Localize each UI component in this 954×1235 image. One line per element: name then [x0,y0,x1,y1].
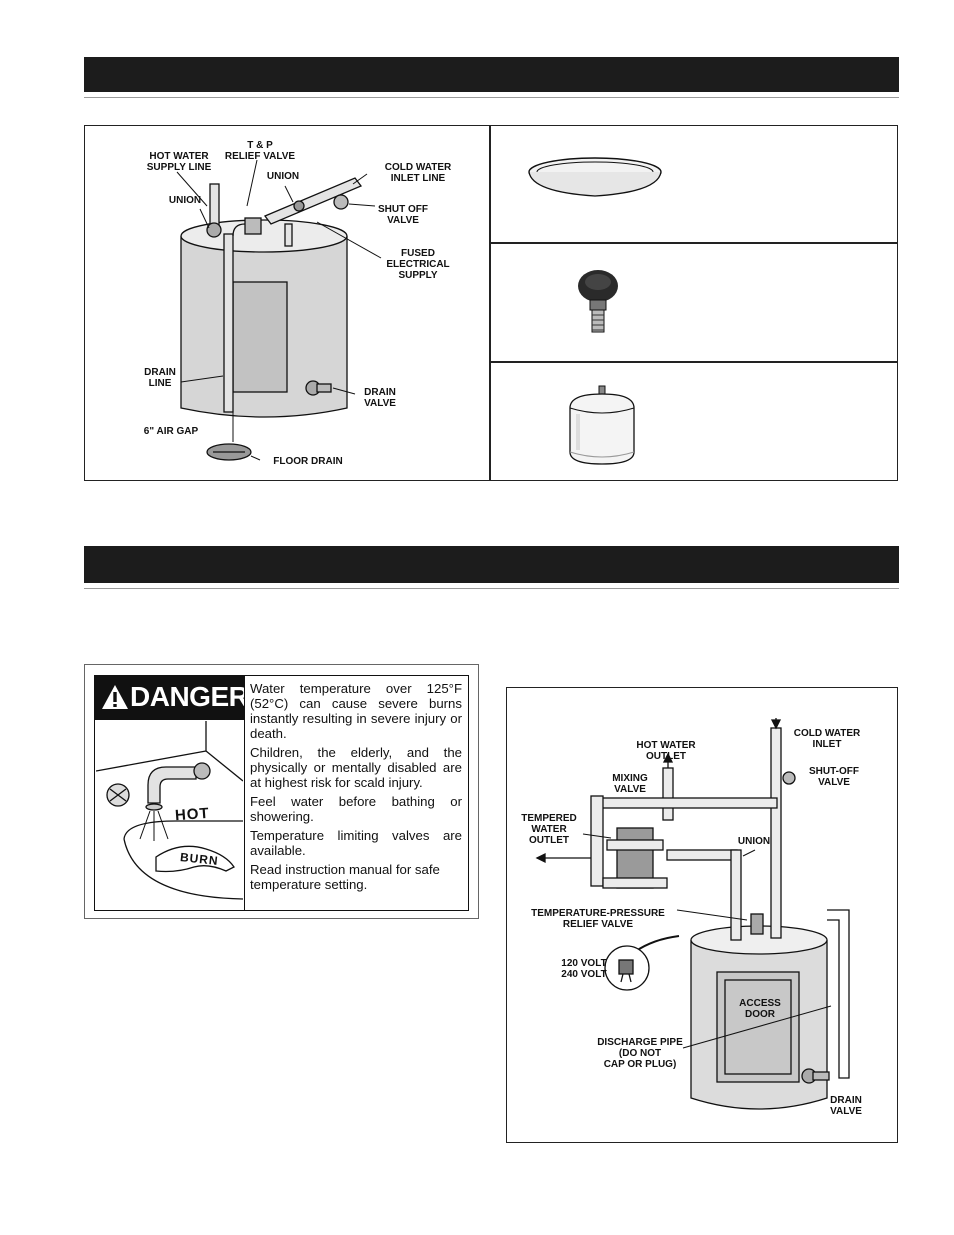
water-heater-installation-drawing [176,159,382,461]
label-access-door: ACCESS DOOR [739,998,781,1020]
danger-header-text: DANGER [130,681,249,712]
danger-header-underline [95,719,244,721]
figure-divider-h2 [490,361,897,363]
label-voltage: 120 VOLT 240 VOLT [561,958,607,980]
scald-illustration [96,721,243,900]
danger-paragraph-1: Water temperature over 125°F (52°C) can … [250,681,462,741]
label-air-gap: 6" AIR GAP [143,426,199,437]
label-tp-relief-valve-2: TEMPERATURE-PRESSURE RELIEF VALVE [531,908,665,930]
figure-divider-h1 [490,242,897,244]
section-rule-2 [84,588,899,589]
warning-triangle-icon [102,685,128,709]
danger-message: Water temperature over 125°F (52°C) can … [250,681,462,896]
label-mixing-valve: MIXING VALVE [612,773,648,795]
label-drain-valve: DRAIN VALVE [364,387,396,409]
label-cold-water-inlet: COLD WATER INLET [793,728,861,750]
figure-divider-vertical [489,126,491,480]
section-rule-1 [84,97,899,98]
label-discharge-pipe: DISCHARGE PIPE (DO NOT CAP OR PLUG) [597,1037,683,1070]
danger-paragraph-5: Read instruction manual for safe tempera… [250,862,440,892]
label-hot-water-outlet: HOT WATER OUTLET [636,740,696,762]
label-shut-off-valve-2: SHUT-OFF VALVE [809,766,859,788]
label-union-left: UNION [168,195,202,206]
label-fused-electrical-supply: FUSED ELECTRICAL SUPPLY [386,248,450,281]
label-union-top: UNION [266,171,300,182]
vacuum-relief-valve-drawing [578,270,618,333]
label-tp-relief-valve: T & P RELIEF VALVE [224,140,296,162]
label-union-2: UNION [737,836,771,847]
danger-divider [244,676,246,910]
mixing-valve-drawing [535,718,850,1110]
danger-paragraph-2: Children, the elderly, and the physicall… [250,745,462,790]
danger-paragraph-3: Feel water before bathing or showering. [250,794,462,824]
section-header-bar-2 [84,546,899,583]
hot-word: HOT [174,804,211,825]
drain-pan-drawing [528,157,662,197]
label-drain-line: DRAIN LINE [144,367,176,389]
expansion-tank-drawing [569,385,635,465]
label-hot-water-supply-line: HOT WATER SUPPLY LINE [146,151,212,173]
label-cold-water-inlet-line: COLD WATER INLET LINE [384,162,452,184]
label-drain-valve-2: DRAIN VALVE [830,1095,862,1117]
label-floor-drain: FLOOR DRAIN [273,456,343,467]
danger-paragraph-4: Temperature limiting valves are availabl… [250,828,462,858]
section-header-bar-1 [84,57,899,92]
label-tempered-water-outlet: TEMPERED WATER OUTLET [521,813,577,846]
label-shut-off-valve: SHUT OFF VALVE [378,204,428,226]
